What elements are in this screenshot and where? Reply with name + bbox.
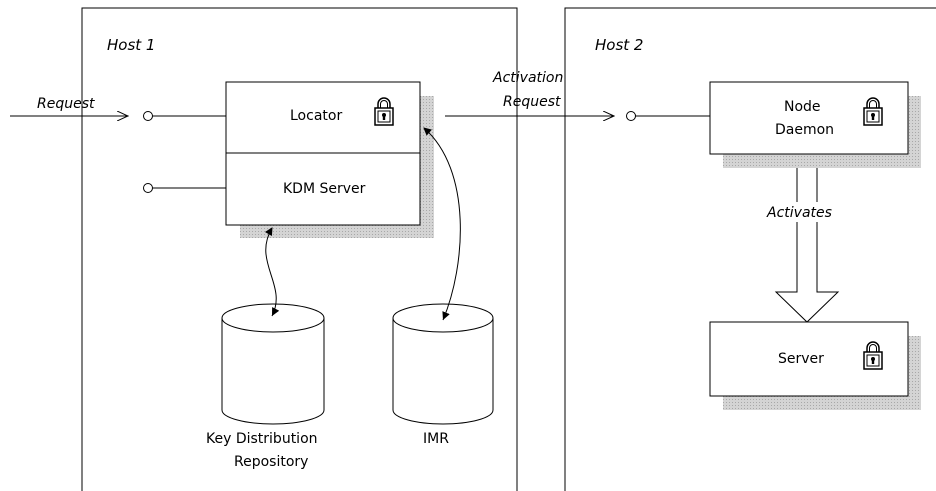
imr-label: IMR [423,431,449,447]
key-repository-database: Key Distribution Repository [206,303,325,470]
locator-imr-link [423,127,461,321]
kdm-repository-link [265,227,280,317]
port-circle-icon [626,111,636,121]
server-component: Server [709,321,921,410]
locator-label: Locator [290,108,342,124]
imr-database: IMR [392,303,494,447]
host-1-title: Host 1 [107,36,155,54]
node-label: Node [784,99,821,115]
host-2-boundary: Host 2 [564,7,936,491]
port-circle-icon [143,111,153,121]
daemon-label: Daemon [775,122,834,138]
cylinder-icon [392,303,494,333]
cylinder-icon [221,303,325,333]
host-2-title: Host 2 [595,36,643,54]
activation-label: Activation [492,70,563,86]
key-repo-label-line1: Key Distribution [206,431,318,447]
kdm-server-label: KDM Server [283,181,366,197]
host-1-boundary: Host 1 [81,7,518,491]
kdm-port-connector [143,183,226,193]
node-daemon-component: Node Daemon [709,81,921,168]
request-connector: Request [10,96,226,121]
request-label: Request [37,96,95,112]
port-circle-icon [143,183,153,193]
server-label: Server [778,351,824,367]
locator-kdm-component: Locator KDM Server [225,81,434,238]
activation-request-connector: Activation Request [445,70,710,121]
activates-arrow: Activates [764,168,850,323]
request-label-2: Request [503,94,561,110]
key-repo-label-line2: Repository [234,454,308,470]
activates-label: Activates [766,205,832,221]
